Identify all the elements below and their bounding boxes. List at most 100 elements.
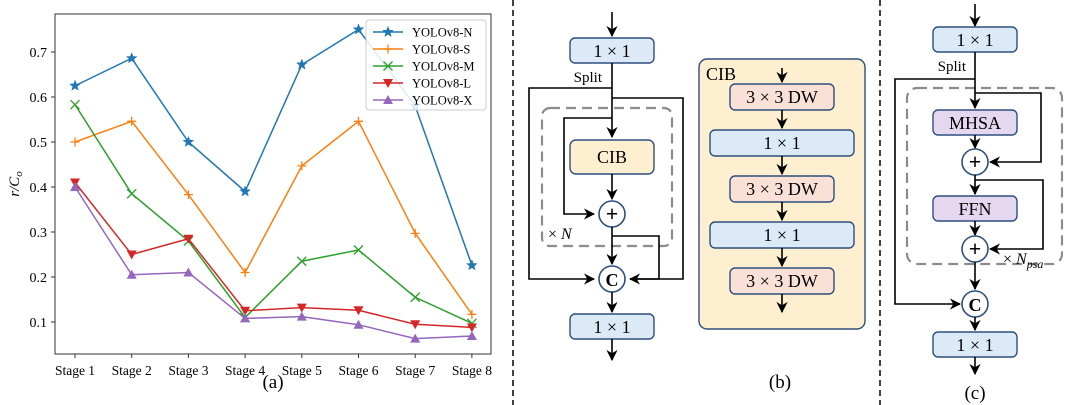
ffn-block-label: FFN [958, 199, 991, 219]
data-point [182, 135, 195, 148]
split-label: Split [574, 70, 603, 86]
add-branch-out [612, 235, 660, 280]
cib-layer-stack: 3 × 3 DW1 × 13 × 3 DW1 × 13 × 3 DW [709, 68, 855, 314]
data-point [125, 52, 138, 64]
data-point [465, 259, 478, 271]
repeat-label-c: × Npsa [1003, 251, 1043, 271]
y-tick-label: 0.2 [30, 271, 48, 286]
data-point [410, 228, 420, 238]
data-point [410, 333, 421, 343]
legend-marker [383, 95, 393, 104]
cib-layer-label: 1 × 1 [763, 225, 800, 245]
chart-panel-a: 0.1 0.2 0.3 0.4 0.5 0.6 0.7 Stage 1 Stage 2 Stag… [7, 13, 492, 393]
y-tick-label: 0.6 [30, 91, 48, 106]
repeat-dashed-box [540, 106, 674, 248]
data-point [353, 245, 364, 255]
caption-b: (b) [769, 372, 791, 393]
data-point [353, 319, 364, 329]
legend-box [365, 19, 487, 111]
series-line [74, 120, 473, 315]
plot-frame [54, 13, 492, 355]
legend-entry: YOLOv8-M [373, 60, 475, 74]
series-yolov8-x [70, 182, 477, 343]
data-point [183, 234, 194, 244]
conv1x1-bottom-label-c: 1 × 1 [956, 335, 993, 355]
residual-path-ffn [975, 179, 1044, 255]
series-yolov8-m [70, 99, 477, 329]
data-point [354, 116, 363, 126]
repeat-label: × N [548, 226, 573, 243]
y-tick-label: 0.4 [30, 181, 48, 196]
data-point [410, 320, 421, 330]
x-tick-label: Stage 8 [452, 363, 492, 378]
y-tick-label: 0.3 [30, 226, 48, 241]
data-point [183, 190, 193, 200]
data-point [239, 185, 252, 197]
series-line [74, 104, 473, 325]
legend-marker [383, 61, 393, 71]
add-symbol-2: + [969, 236, 982, 261]
legend-marker [382, 25, 394, 38]
data-point [126, 188, 137, 199]
data-point [467, 309, 477, 319]
y-axis-label: r/Co [7, 171, 25, 197]
legend-label: YOLOv8-M [412, 60, 475, 74]
concat-symbol-c: C [969, 295, 982, 315]
data-point [295, 58, 308, 70]
data-point [466, 323, 477, 333]
add-symbol-1: + [969, 149, 982, 174]
x-tick-label: Stage 7 [395, 363, 435, 378]
legend-label: YOLOv8-X [412, 94, 472, 108]
legend: YOLOv8-N YOLOv8-S YOLOv8-M YOLOv8-L YOLOv8-X [365, 19, 487, 111]
legend-entry: YOLOv8-S [373, 43, 470, 57]
y-tick-label: 0.1 [30, 316, 48, 331]
series-line [74, 186, 472, 340]
x-tick-label: Stage 4 [225, 363, 265, 378]
data-point [297, 161, 307, 171]
cib-block-label: CIB [597, 147, 627, 167]
y-tick-label: 0.5 [30, 136, 48, 151]
split-bypass-left [528, 87, 612, 285]
caption-a: (a) [262, 372, 283, 393]
data-point [183, 267, 194, 277]
x-tick-label: Stage 1 [55, 363, 95, 378]
x-tick-label: Stage 6 [338, 363, 378, 378]
data-point [410, 292, 421, 303]
series-line [74, 182, 472, 329]
data-point [466, 330, 477, 340]
legend-entry: YOLOv8-N [373, 26, 472, 40]
cib-layer-label: 3 × 3 DW [746, 179, 818, 199]
residual-path [563, 117, 612, 220]
caption-c: (c) [964, 383, 985, 404]
split-bypass-c [894, 78, 975, 310]
x-tick-label: Stage 2 [112, 363, 152, 378]
conv1x1-top-label: 1 × 1 [593, 41, 630, 61]
data-point [126, 250, 137, 260]
residual-path-mhsa [975, 92, 1042, 168]
data-point [69, 79, 81, 91]
series-yolov8-s [70, 116, 477, 319]
data-point [352, 23, 365, 35]
data-point [353, 306, 364, 316]
split-label-c: Split [938, 59, 967, 75]
legend-label: YOLOv8-L [412, 77, 471, 91]
data-point [296, 256, 307, 267]
data-point [70, 99, 80, 110]
diagram-panel-b: 1 × 1 Split × N CIB + C 1 × 1 CIB 3 × 3 … [528, 12, 866, 393]
repeat-dashed-box-c [905, 86, 1064, 266]
y-tick-label: 0.7 [30, 46, 48, 61]
cib-layer-label: 3 × 3 DW [746, 271, 818, 291]
conv1x1-top-label-c: 1 × 1 [956, 30, 993, 50]
conv1x1-bottom-label: 1 × 1 [593, 317, 630, 337]
legend-marker [383, 79, 393, 88]
legend-entry: YOLOv8-L [373, 77, 471, 91]
data-point [70, 137, 80, 147]
add-symbol: + [606, 201, 619, 226]
concat-symbol: C [606, 270, 619, 290]
x-tick-label: Stage 5 [282, 363, 322, 378]
data-point [127, 116, 137, 126]
legend-marker [383, 44, 393, 54]
cib-detail-title: CIB [706, 64, 736, 84]
